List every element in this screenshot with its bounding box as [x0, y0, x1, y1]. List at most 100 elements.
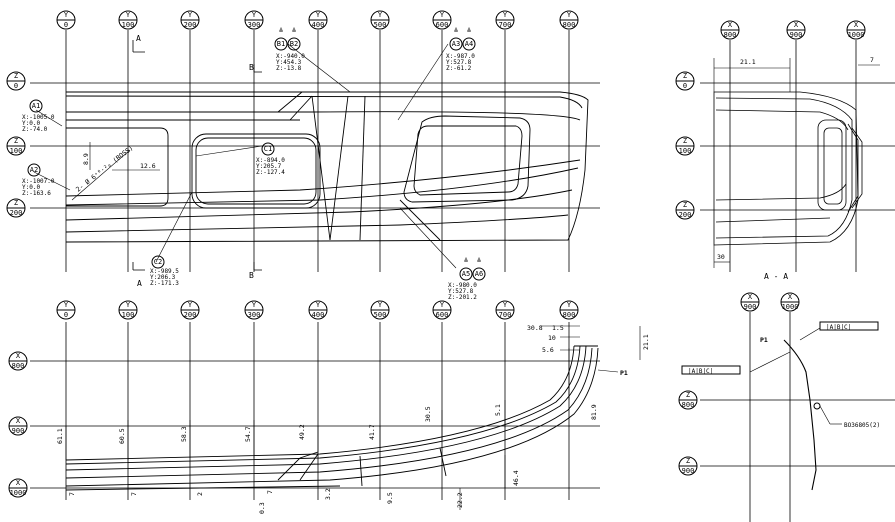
svg-text:Y: Y [188, 301, 193, 309]
svg-text:X: X [16, 417, 21, 425]
svg-text:≗: ≗ [279, 27, 283, 35]
section-a-a-label: A - A [764, 272, 788, 281]
svg-text:900: 900 [744, 303, 757, 311]
svg-text:X:-1005.0: X:-1005.0 [22, 114, 55, 121]
svg-text:Y: Y [378, 301, 383, 309]
dim-7-section: 7 [870, 56, 874, 64]
svg-text:X: X [788, 293, 793, 301]
point-b1-b2-marker: B1 B2 ≗ ≗ [274, 27, 301, 51]
svg-text:700: 700 [499, 21, 512, 29]
svg-text:Z:-201.2: Z:-201.2 [448, 294, 477, 301]
svg-text:B1: B1 [277, 40, 285, 48]
svg-text:Z: Z [686, 391, 690, 399]
detail-frame-top: |A|B|C| [819, 321, 879, 331]
cut-label-a-bottom: A [137, 279, 142, 288]
svg-text:61.1: 61.1 [56, 428, 64, 444]
svg-text:X:-1007.0: X:-1007.0 [22, 178, 55, 185]
svg-text:X:-940.0: X:-940.0 [276, 53, 305, 60]
svg-text:A1: A1 [32, 102, 40, 110]
svg-text:1000: 1000 [10, 489, 27, 497]
svg-text:C1: C1 [264, 145, 272, 153]
svg-text:300: 300 [248, 311, 261, 319]
svg-text:58.3: 58.3 [180, 426, 188, 442]
detail-p1: P1 [760, 336, 768, 344]
svg-text:Z:-13.8: Z:-13.8 [276, 65, 302, 72]
svg-text:46.4: 46.4 [512, 470, 520, 486]
svg-text:5.1: 5.1 [494, 404, 502, 416]
svg-text:500: 500 [374, 21, 387, 29]
svg-text:Y: Y [126, 301, 131, 309]
svg-text:A4: A4 [465, 40, 473, 48]
plan-dimensions: 30.8 1.5 10 5.6 21.1 P1 81.9 61.1 60.5 5… [56, 324, 650, 514]
point-a3-a4-coords: X:-987.0 Y:527.8 Z:-61.2 [446, 53, 475, 72]
svg-text:500: 500 [374, 311, 387, 319]
svg-text:400: 400 [312, 21, 325, 29]
svg-text:Y: Y [252, 301, 257, 309]
svg-text:3.2: 3.2 [324, 488, 332, 500]
svg-text:2: 2 [196, 492, 204, 496]
svg-text:Z: Z [14, 199, 18, 207]
svg-text:X: X [854, 21, 859, 29]
svg-text:Y: Y [316, 301, 321, 309]
svg-text:Z:-163.6: Z:-163.6 [22, 190, 51, 197]
z-bubble-0: Z0 [6, 71, 26, 91]
svg-text:Y: Y [567, 11, 572, 19]
svg-text:X: X [16, 352, 21, 360]
svg-text:Y: Y [503, 301, 508, 309]
svg-text:800: 800 [563, 311, 576, 319]
svg-text:A6: A6 [475, 270, 483, 278]
svg-text:7: 7 [266, 490, 274, 494]
svg-text:Y: Y [316, 11, 321, 19]
svg-text:100: 100 [10, 147, 23, 155]
cut-label-b-bottom: B [249, 271, 254, 280]
svg-text:Y:205.7: Y:205.7 [256, 163, 282, 170]
point-a5-a6-marker: A5 A6 ≗ ≗ [459, 257, 486, 281]
svg-text:Z: Z [14, 72, 18, 80]
svg-text:200: 200 [10, 209, 23, 217]
y-bubble-0: Y0 [56, 10, 76, 30]
svg-text:54.7: 54.7 [244, 426, 252, 442]
svg-text:A5: A5 [462, 270, 470, 278]
svg-text:Y:527.8: Y:527.8 [448, 288, 474, 295]
svg-text:49.2: 49.2 [298, 424, 306, 440]
svg-text:7: 7 [130, 492, 138, 496]
svg-text:P1: P1 [620, 369, 628, 377]
svg-text:22.2: 22.2 [456, 492, 464, 508]
svg-text:200: 200 [679, 211, 692, 219]
point-c2-coords: X:-989.5 Y:206.3 Z:-171.3 [150, 268, 179, 287]
svg-text:1000: 1000 [782, 303, 799, 311]
svg-text:X:-987.0: X:-987.0 [446, 53, 475, 60]
svg-text:100: 100 [122, 311, 135, 319]
svg-text:Y:454.3: Y:454.3 [276, 59, 302, 66]
svg-text:Y: Y [188, 11, 193, 19]
svg-text:Z: Z [686, 457, 690, 465]
z-bubble-200: Z 200 [6, 198, 26, 218]
svg-text:≗: ≗ [454, 27, 458, 35]
svg-text:0.3: 0.3 [258, 502, 266, 514]
x-bubble-1000-detail: X 1000 [780, 292, 800, 312]
svg-text:1000: 1000 [848, 31, 865, 39]
svg-text:700: 700 [499, 311, 512, 319]
svg-text:Y: Y [440, 11, 445, 19]
svg-text:5.6: 5.6 [542, 346, 554, 354]
svg-text:300: 300 [248, 21, 261, 29]
svg-text:200: 200 [184, 21, 197, 29]
svg-text:100: 100 [122, 21, 135, 29]
dim-12-6: 12.6 [140, 162, 156, 170]
svg-text:0: 0 [64, 311, 68, 319]
cut-label-b-top: B [249, 63, 254, 72]
svg-text:0: 0 [64, 21, 68, 29]
svg-text:200: 200 [184, 311, 197, 319]
